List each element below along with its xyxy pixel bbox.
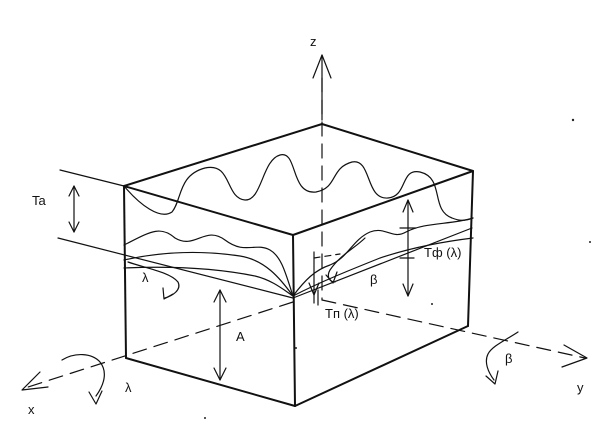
- surface-profile-front-3: [123, 266, 294, 297]
- beta-axis-rotation-arrow: [485, 331, 519, 381]
- block-bottom-left: [125, 357, 296, 407]
- tf-dimension: [399, 199, 417, 297]
- inclined-plane-left: [57, 237, 294, 299]
- block-bottom-right: [294, 325, 469, 407]
- axis-z: [312, 54, 332, 301]
- axis-x: [21, 301, 294, 391]
- lambda-axis-rotation-arrow: [61, 354, 105, 397]
- block-right-edge: [467, 170, 474, 327]
- speck: [431, 303, 433, 305]
- block-front-edge: [292, 234, 296, 407]
- label-beta-box: β: [370, 272, 377, 287]
- surface-profile-right: [292, 217, 474, 297]
- beta-box-rotation-arrow: [327, 237, 366, 283]
- label-beta-axis: β: [505, 351, 512, 366]
- label-tf: Tф (λ): [424, 245, 461, 260]
- inclined-plane-right: [292, 227, 473, 299]
- block-top-face: [123, 123, 474, 236]
- a-dimension: [213, 289, 227, 381]
- ta-dimension: [68, 185, 80, 233]
- surface-profile-front-2: [123, 251, 294, 297]
- label-axis-z: z: [310, 34, 317, 49]
- label-axis-y: y: [577, 380, 584, 395]
- label-axis-x: x: [28, 402, 35, 417]
- surface-profile-front: [123, 230, 294, 297]
- label-lambda-box: λ: [142, 270, 149, 285]
- label-lambda-axis: λ: [125, 380, 132, 395]
- tp-dimension: [308, 251, 341, 306]
- speck: [204, 417, 206, 419]
- speck: [571, 118, 575, 122]
- ta-upper-line: [59, 169, 125, 187]
- speck: [589, 241, 591, 243]
- label-a: A: [236, 329, 245, 344]
- block: [123, 123, 474, 407]
- surface-profile-top: [123, 154, 474, 221]
- axis-y: [321, 299, 588, 368]
- label-ta: Ta: [32, 193, 47, 208]
- label-tp: Tп (λ): [325, 306, 359, 321]
- speck: [295, 347, 297, 349]
- block-left-edge: [123, 185, 127, 359]
